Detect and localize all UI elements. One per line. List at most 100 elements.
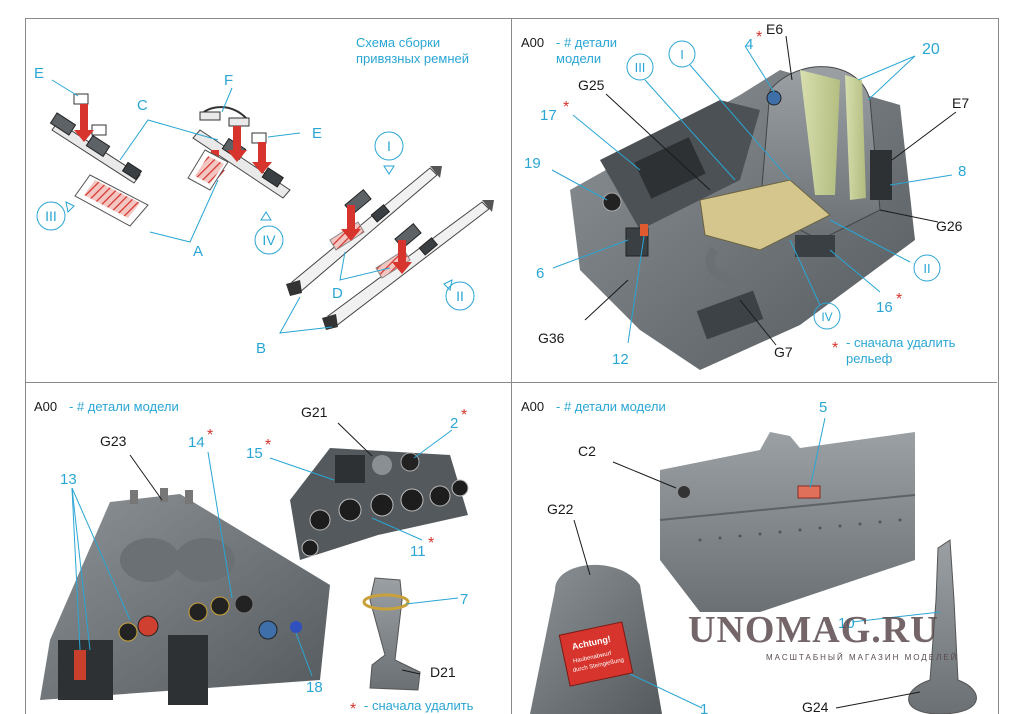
gauge (118, 622, 138, 642)
side-console (696, 290, 764, 340)
label-4: 4 (745, 36, 753, 53)
label-7: 7 (460, 591, 468, 608)
panel4-header-code: A00 (521, 399, 544, 414)
panel4-header-text: - # детали модели (556, 399, 666, 414)
part-12 (640, 224, 648, 236)
gauge-blue (258, 620, 278, 640)
label-roman-IV: IV (821, 310, 832, 324)
label-D: D (332, 285, 343, 302)
label-2: 2 (450, 415, 458, 432)
asterisk-11: * (428, 535, 434, 552)
g23-recess-right (175, 538, 235, 582)
asterisk-note: * (832, 340, 838, 357)
label-G22: G22 (547, 501, 574, 517)
gauge (210, 596, 230, 616)
label-8: 8 (958, 163, 966, 180)
label-10: 10 (838, 615, 855, 632)
horizontal-divider (25, 382, 997, 383)
arrow-down-icon (341, 229, 361, 241)
watermark-tagline: МАСШТАБНЫЙ МАГАЗИН МОДЕЛЕЙ (766, 653, 958, 662)
arrow-hint-icon (443, 279, 453, 292)
gunsight (372, 455, 392, 475)
arrow-down-icon (252, 162, 272, 174)
label-E-right: E (312, 125, 322, 142)
placard-part-1 (558, 621, 634, 687)
vertical-divider (511, 18, 512, 714)
outer-frame (25, 18, 999, 714)
step-label-III: III (45, 208, 57, 224)
part-7 (362, 593, 410, 611)
panel-cockpit: A00 - # детали модели (521, 21, 969, 370)
label-G36: G36 (538, 330, 565, 346)
part-5 (797, 485, 821, 499)
asterisk-4: * (756, 29, 762, 46)
note-remove-relief-1: - сначала удалить (846, 335, 956, 350)
c2-seam (659, 494, 916, 521)
part-18 (290, 621, 302, 633)
gauge-row (301, 479, 469, 557)
label-B: B (256, 340, 266, 357)
belt-strap-right (845, 75, 866, 200)
asterisk-15: * (265, 437, 271, 454)
asterisk-17: * (563, 99, 569, 116)
step-circle-III (626, 53, 654, 81)
watermark: UNOMAG.RU МАСШТАБНЫЙ МАГАЗИН МОДЕЛЕЙ (688, 609, 958, 662)
panel1-title-line2: привязных ремней (356, 51, 469, 66)
step-circle-I (374, 131, 404, 161)
label-18: 18 (306, 679, 323, 696)
rivet-row (698, 518, 902, 542)
label-C: C (137, 97, 148, 114)
step-circle-II (913, 254, 941, 282)
label-roman-III: III (635, 60, 646, 75)
label-12: 12 (612, 351, 629, 368)
arrow-shaft-left (80, 104, 88, 132)
arrow-down-icon (227, 150, 247, 162)
panel3-header-code: A00 (34, 399, 57, 414)
arrow-down-icon (392, 262, 412, 274)
belt-strap-left (800, 70, 840, 195)
panel3-header-text: - # детали модели (69, 399, 179, 414)
label-F: F (224, 72, 233, 89)
gauge-red (137, 615, 159, 637)
label-G25: G25 (578, 77, 605, 93)
step-circle-IV (254, 225, 284, 255)
label-E-left: E (34, 65, 44, 82)
asterisk-note-p3: * (350, 701, 356, 714)
panel-belt-assembly: Схема сборки привязных ремней (34, 35, 494, 357)
label-15: 15 (246, 445, 263, 462)
gauge (234, 594, 254, 614)
label-6: 6 (536, 265, 544, 282)
label-13: 13 (60, 471, 77, 488)
panel1-title-line1: Схема сборки (356, 35, 440, 50)
label-16: 16 (876, 299, 893, 316)
panel2-header-text2: модели (556, 51, 601, 66)
note-remove-p3: - сначала удалить (364, 698, 474, 713)
arrow-hint-icon (260, 211, 272, 221)
step-label-IV: IV (262, 232, 276, 248)
part-D21 (369, 577, 421, 691)
part-4 (766, 90, 782, 106)
instrument-panel-photo (634, 137, 706, 199)
part-C2 (660, 432, 915, 612)
hatched-area-left (84, 180, 140, 218)
panel2-header-code: A00 (521, 35, 544, 50)
step-label-II: II (456, 288, 464, 304)
label-D21: D21 (430, 664, 456, 680)
g23-recess-left (120, 538, 180, 582)
step-circle-II (445, 281, 475, 311)
arrow-hint-icon (383, 165, 395, 175)
label-E6: E6 (766, 21, 783, 37)
label-E7: E7 (952, 95, 969, 111)
label-G23: G23 (100, 433, 127, 449)
label-14: 14 (188, 434, 205, 451)
asterisk-2: * (461, 407, 467, 424)
watermark-name: UNOMAG.RU (688, 609, 939, 651)
asterisk-14: * (207, 427, 213, 444)
panel2-header-text: - # детали (556, 35, 617, 50)
c2-hole (678, 486, 690, 498)
gauge-19 (602, 192, 622, 212)
label-roman-I: I (680, 47, 684, 62)
control-stick (705, 246, 751, 323)
label-5: 5 (819, 399, 827, 416)
